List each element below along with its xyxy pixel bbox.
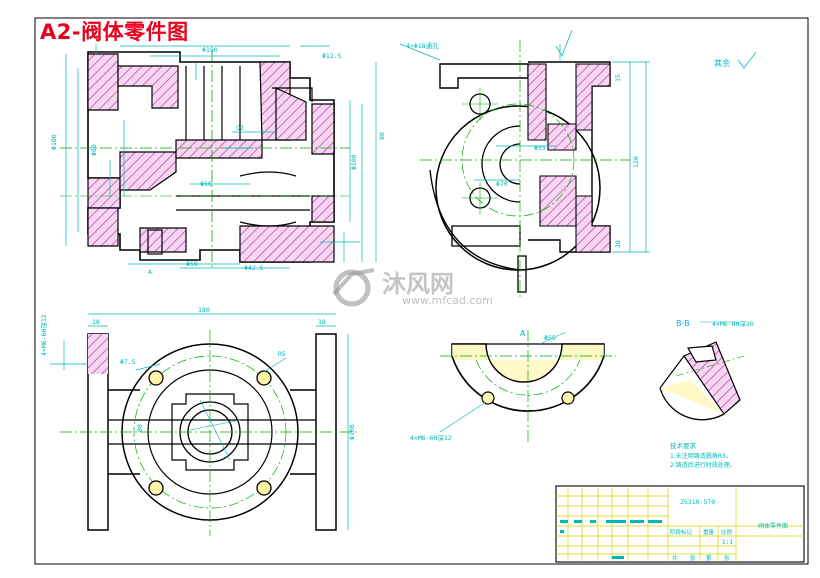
roughness-note: 其余	[714, 51, 757, 69]
watermark-url: www.mfcad.com	[402, 294, 493, 307]
front-section-view: Φ100 Φ80 Φ150 Φ50 C2 Φ50 Φ42.5 Φ100 80 Φ…	[50, 44, 386, 276]
title-block: ZG310-570 阀体零件图 阶段标记 重量 比例 1:1 共 张 第 张	[555, 485, 805, 563]
svg-text:18: 18	[92, 318, 100, 326]
title-block-label-weight: 重量	[703, 528, 715, 536]
svg-text:Φ42.5: Φ42.5	[244, 264, 264, 272]
svg-text:15: 15	[614, 74, 622, 82]
svg-text:Φ100: Φ100	[348, 424, 356, 440]
svg-text:80: 80	[136, 424, 144, 432]
title-block-scale: 1:1	[722, 539, 733, 546]
a-view: A Φ55 4×M6-6H深12	[410, 329, 616, 442]
title-block-sheet-no: 第	[706, 554, 712, 562]
title-block-sheet-unit2: 张	[724, 554, 730, 562]
title-block-label-stage: 阶段标记	[670, 528, 693, 536]
svg-text:Φ50: Φ50	[186, 260, 198, 268]
top-thread-note: 4×M6-6H深12	[39, 314, 48, 356]
roughness-note-label: 其余	[714, 58, 730, 68]
mfcad-logo-icon	[332, 268, 375, 307]
title-block-part-name: 阀体零件图	[758, 522, 788, 530]
tech-notes-line2: 2.铸造后进行时效处理。	[670, 461, 736, 469]
watermark-brand: 沐风网	[382, 270, 454, 298]
a-view-dim: Φ55	[544, 334, 556, 342]
top-width-dim: 180	[198, 306, 210, 314]
a-view-label: A	[520, 329, 526, 338]
top-phi-small: Φ7.5	[120, 358, 136, 366]
side-view: 4×Φ18通孔 Φ70 Φ55 120 15 20	[399, 29, 650, 300]
tech-notes: 技术要求 1.未注明铸造圆角R3。 2.铸造后进行时效处理。	[670, 441, 736, 469]
title-block-label-scale: 比例	[721, 528, 733, 536]
sheet-border	[34, 17, 809, 565]
bb-section-label: B-B	[676, 319, 690, 328]
drawing-title: A2-阀体零件图	[40, 20, 189, 44]
svg-text:C2: C2	[236, 124, 244, 132]
title-block-sheet-unit1: 张	[690, 554, 696, 562]
svg-text:Φ50: Φ50	[200, 180, 212, 188]
svg-text:80: 80	[378, 132, 386, 140]
svg-text:20: 20	[614, 240, 622, 248]
title-block-sheet-total: 共	[672, 554, 678, 562]
bb-hole-note: 4×M6-6H深20	[712, 319, 754, 328]
top-view: 180 18 18 4×M6-6H深12 Φ7.5 R5 Φ100 80	[39, 306, 360, 536]
watermark: 沐风网 www.mfcad.com	[330, 262, 500, 314]
svg-text:Φ150: Φ150	[202, 46, 218, 54]
svg-text:Φ12.5: Φ12.5	[322, 52, 342, 60]
title-block-part-no: ZG310-570	[680, 498, 715, 506]
svg-text:A: A	[148, 268, 152, 276]
tech-notes-heading: 技术要求	[670, 441, 697, 450]
svg-text:4×M6-6H深12: 4×M6-6H深12	[410, 433, 452, 442]
svg-text:Φ100: Φ100	[50, 134, 58, 150]
svg-text:Φ55: Φ55	[534, 144, 546, 152]
svg-text:Φ100: Φ100	[350, 154, 358, 170]
tech-notes-line1: 1.未注明铸造圆角R3。	[670, 452, 732, 460]
svg-text:R5: R5	[278, 350, 286, 358]
svg-text:120: 120	[632, 156, 640, 168]
side-bolt-note: 4×Φ18通孔	[406, 41, 439, 50]
bb-section: B-B 4×M6-6H深20	[659, 319, 754, 421]
svg-text:18: 18	[318, 318, 326, 326]
side-center-dim: Φ70	[496, 180, 508, 188]
svg-text:Φ80: Φ80	[90, 144, 98, 156]
